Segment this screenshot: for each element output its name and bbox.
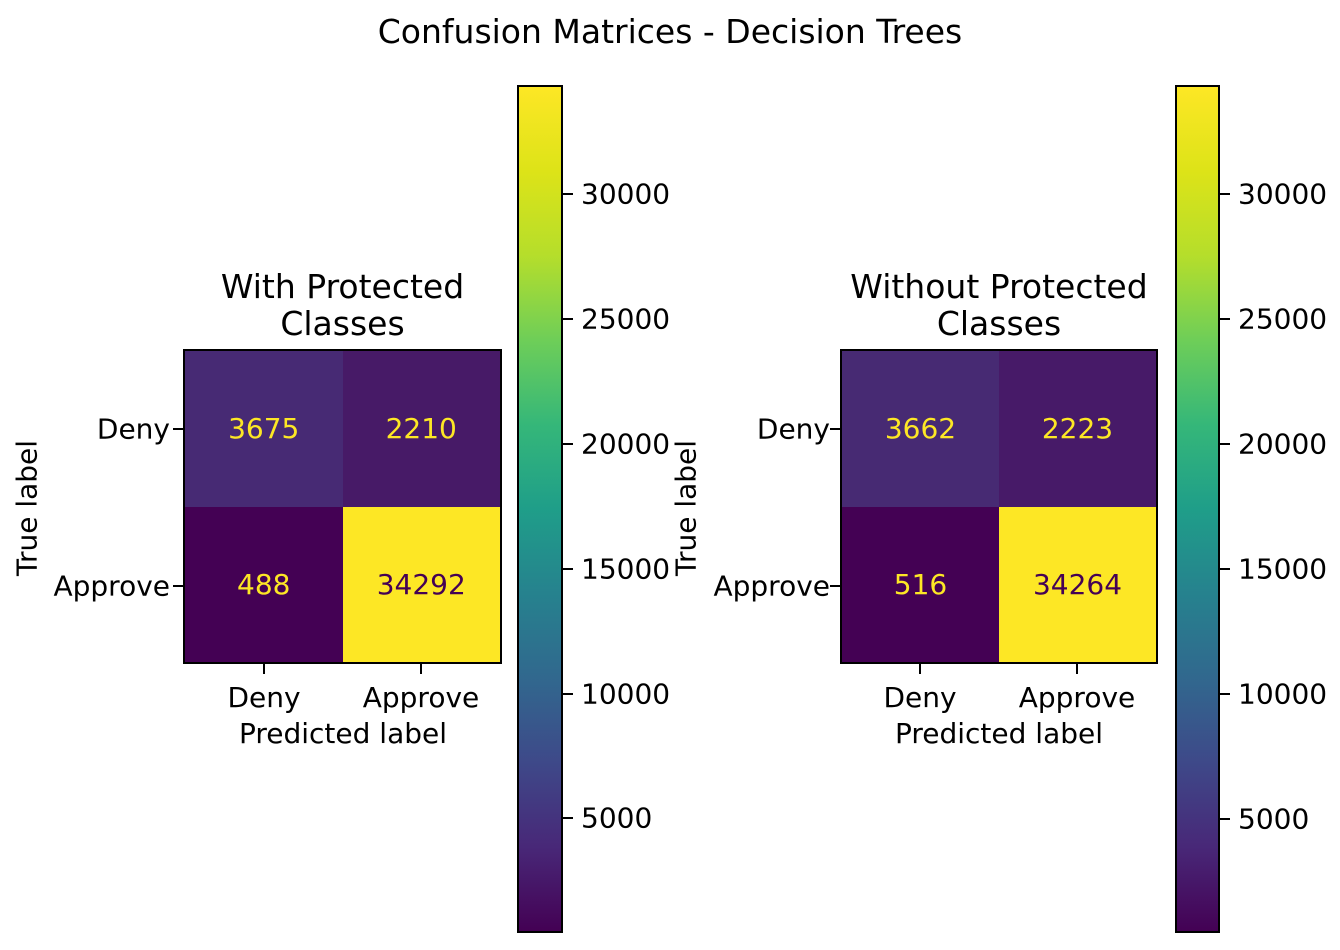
left-y-axis-label: True label <box>10 439 44 577</box>
colorbar-tick-label: 10000 <box>1238 677 1328 711</box>
colorbar-tick-mark <box>563 193 573 196</box>
left-y-tick-mark-deny <box>173 428 183 430</box>
colorbar-tick-mark <box>1220 442 1230 445</box>
left-x-tick-mark-approve <box>420 664 422 674</box>
right-subplot-title-line1: Without Protected <box>850 267 1148 306</box>
left-colorbar: 5000 10000 15000 20000 25000 30000 <box>517 85 670 933</box>
right-x-tick-mark-approve <box>1076 664 1078 674</box>
left-cell-true-approve-pred-deny: 488 <box>185 506 343 662</box>
colorbar-tick-mark <box>1220 567 1230 570</box>
left-x-axis-label: Predicted label <box>238 717 448 750</box>
colorbar-tick-label: 10000 <box>581 677 671 710</box>
right-confusion-matrix: 3662 2223 516 34264 <box>840 349 1158 664</box>
colorbar-tick-mark <box>563 442 573 445</box>
left-x-tick-label-deny: Deny <box>227 681 301 714</box>
right-y-axis-label: True label <box>669 439 703 577</box>
right-x-tick-label-deny: Deny <box>883 681 957 714</box>
left-colorbar-gradient <box>519 87 561 931</box>
right-subplot-title-line2: Classes <box>936 304 1062 343</box>
figure-title: Confusion Matrices - Decision Trees <box>377 12 963 51</box>
left-x-tick-mark-deny <box>263 664 265 674</box>
colorbar-tick-label: 25000 <box>581 302 671 336</box>
right-y-tick-label-deny: Deny <box>756 412 830 446</box>
left-x-tick-label-approve: Approve <box>362 681 480 714</box>
colorbar-tick-mark <box>563 317 573 320</box>
colorbar-tick-label: 30000 <box>581 177 671 211</box>
colorbar-tick-mark <box>563 817 573 820</box>
right-colorbar: 5000 10000 15000 20000 25000 30000 <box>1175 85 1327 933</box>
left-cell-true-approve-pred-approve: 34292 <box>342 506 500 662</box>
colorbar-tick-label: 30000 <box>1238 177 1328 211</box>
colorbar-tick-mark <box>563 567 573 570</box>
colorbar-tick-mark <box>563 692 573 695</box>
left-subplot-title-line1: With Protected <box>220 267 465 306</box>
right-cell-true-deny-pred-approve: 2223 <box>999 351 1156 507</box>
left-subplot-title-line2: Classes <box>280 304 405 343</box>
colorbar-tick-mark <box>1220 192 1230 195</box>
left-confusion-matrix: 3675 2210 488 34292 <box>183 349 502 664</box>
right-colorbar-gradient <box>1177 87 1218 931</box>
right-x-tick-label-approve: Approve <box>1018 681 1136 714</box>
right-cell-true-deny-pred-deny: 3662 <box>842 351 999 507</box>
colorbar-tick-mark <box>1220 317 1230 320</box>
left-cell-true-deny-pred-deny: 3675 <box>185 351 343 507</box>
left-y-tick-mark-approve <box>173 585 183 587</box>
colorbar-tick-label: 25000 <box>1238 302 1328 336</box>
colorbar-tick-mark <box>1220 817 1230 820</box>
right-x-tick-mark-deny <box>919 664 921 674</box>
right-y-tick-mark-approve <box>830 585 840 587</box>
colorbar-tick-label: 20000 <box>1238 427 1328 461</box>
right-y-tick-mark-deny <box>830 428 840 430</box>
colorbar-tick-mark <box>1220 692 1230 695</box>
left-y-tick-label-deny: Deny <box>96 412 170 446</box>
left-y-tick-label-approve: Approve <box>53 569 170 603</box>
left-cell-true-deny-pred-approve: 2210 <box>342 351 500 507</box>
colorbar-tick-label: 5000 <box>581 801 653 835</box>
right-cell-true-approve-pred-deny: 516 <box>842 506 999 662</box>
colorbar-tick-label: 15000 <box>581 552 671 586</box>
colorbar-tick-label: 15000 <box>1238 552 1328 586</box>
left-subplot-title: With Protected Classes <box>185 268 500 342</box>
right-y-tick-label-approve: Approve <box>713 569 830 603</box>
right-cell-true-approve-pred-approve: 34264 <box>999 506 1156 662</box>
right-subplot-title: Without Protected Classes <box>842 268 1156 342</box>
colorbar-tick-label: 20000 <box>581 427 671 461</box>
colorbar-tick-label: 5000 <box>1238 802 1310 836</box>
right-x-axis-label: Predicted label <box>894 717 1104 750</box>
